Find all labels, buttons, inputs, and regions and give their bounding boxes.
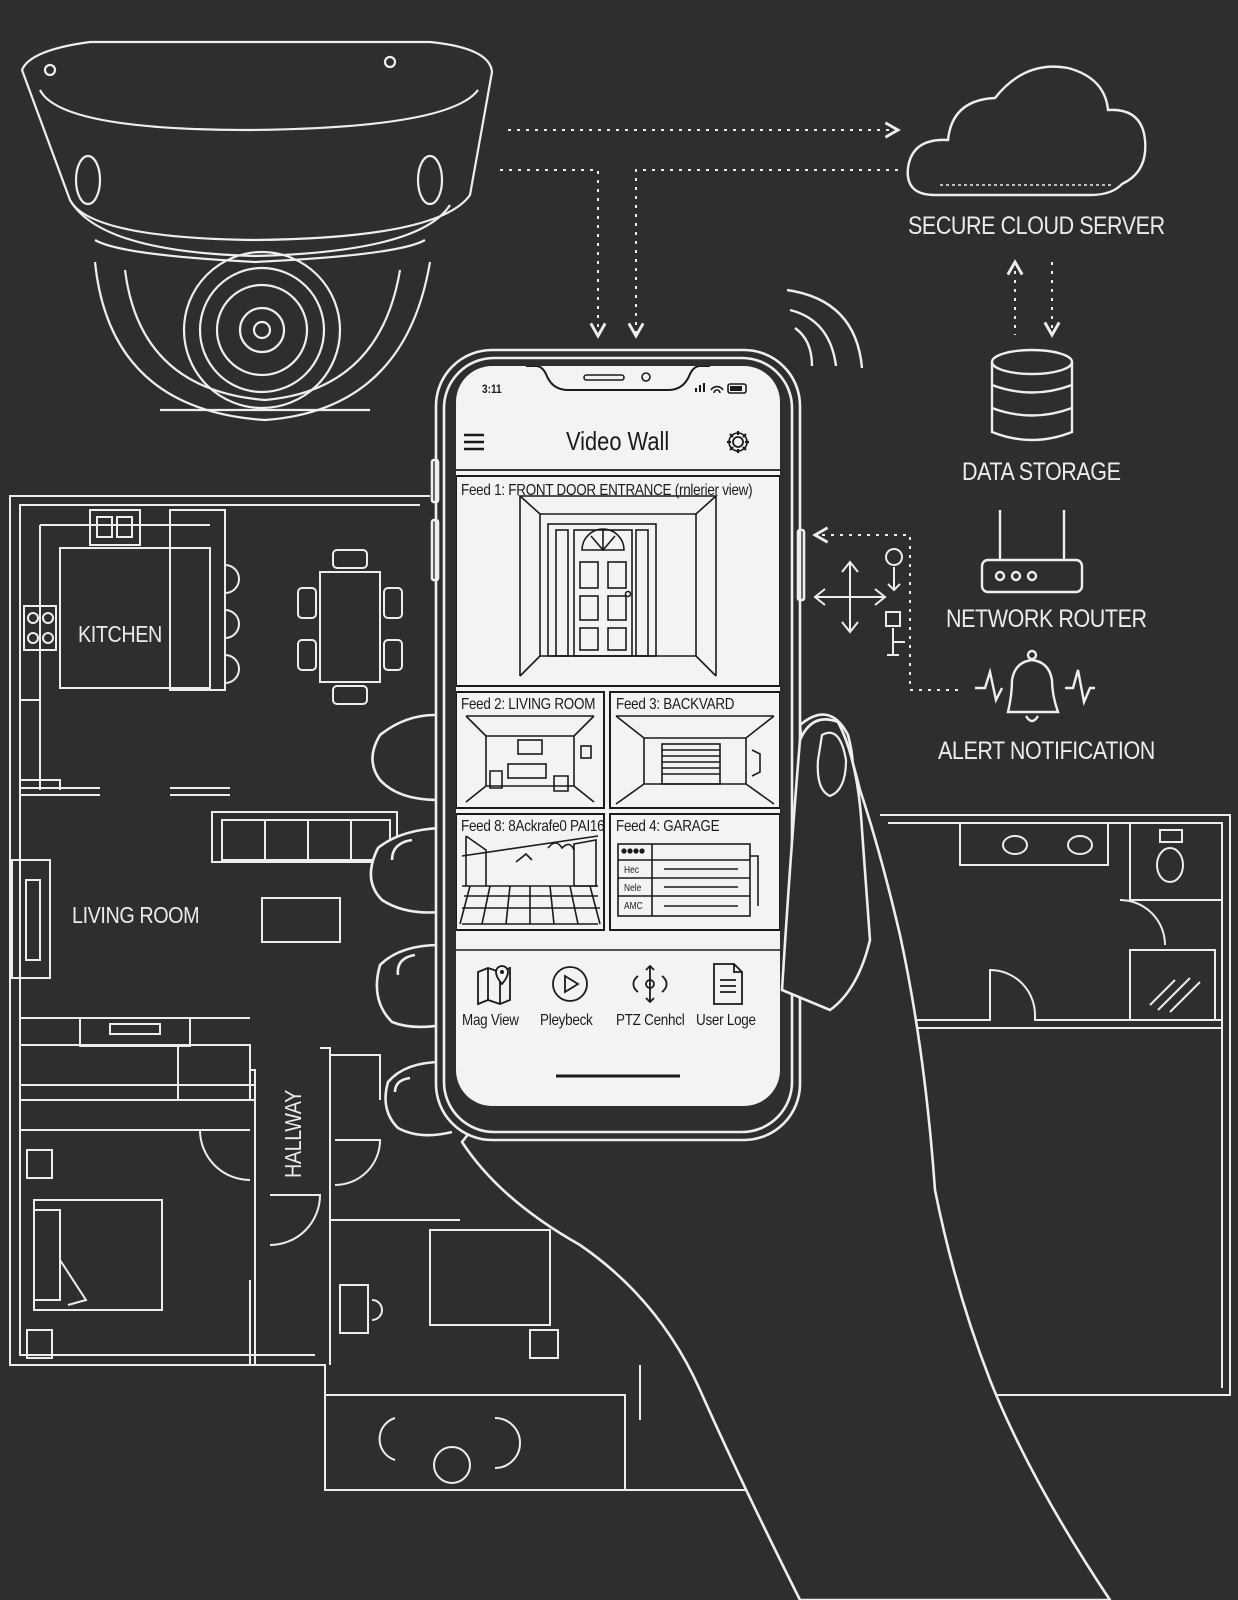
dome-camera-icon [20,40,494,422]
phone-screen: 3:11 Video Wall Feed 1: FRONT DOOR ENTRA… [456,366,780,1106]
nav-label: PTZ Cenhcl [616,1012,685,1029]
document-icon [713,963,743,1005]
feed-title: Feed 3: BACKVARD [616,696,735,713]
alert-bell-icon [975,649,1095,723]
menu-button[interactable] [462,432,488,452]
status-time: 3:11 [482,382,502,396]
nav-map-view[interactable]: Mag View [462,962,528,1038]
room-label-living-room: LIVING ROOM [72,902,200,928]
nav-label: Mag View [462,1012,519,1029]
screen-graphics [456,366,780,1078]
map-pin-icon [477,965,511,1006]
feed-title: Feed 1: FRONT DOOR ENTRANCE (rnlerier vi… [461,482,753,499]
feed-title: Feed 8: 8Ackrafe0 PAI16 [461,818,605,835]
hamburger-menu-icon [464,433,484,451]
nav-label: User Loge [696,1012,756,1029]
settings-button[interactable] [724,428,752,456]
ptz-control-icon [632,964,668,1004]
cloud-server-icon [906,65,1147,197]
feed-tile-feed-8[interactable]: Feed 8: 8Ackrafe0 PAI16 [456,814,605,930]
gear-icon [727,431,749,453]
feed-tile-backyard[interactable]: Feed 3: BACKVARD [610,692,780,808]
feed-title: Feed 2: LIVING ROOM [461,696,596,713]
network-router-label: NETWORK ROUTER [946,605,1147,633]
nav-playback[interactable]: Pleybeck [540,962,606,1038]
garage-row-label: Hec [624,865,639,876]
nav-user-logs[interactable]: User Loge [696,962,766,1038]
room-label-hallway: HALLWAY [280,1090,306,1178]
screen-title: Video Wall [566,426,670,456]
wifi-signal-icon [786,288,864,369]
feed-tile-garage[interactable]: Feed 4: GARAGE Hec Nele AMC [610,814,780,930]
feed-title: Feed 4: GARAGE [616,818,720,835]
feed-tile-living-room[interactable]: Feed 2: LIVING ROOM [456,692,604,808]
nav-ptz-control[interactable]: PTZ Cenhcl [616,962,688,1038]
ptz-move-icon [813,548,905,656]
cloud-server-label: SECURE CLOUD SERVER [908,212,1165,240]
network-router-icon [980,510,1084,594]
feed-tile-front-door[interactable]: Feed 1: FRONT DOOR ENTRANCE (rnlerier vi… [456,476,780,686]
garage-row-label: Nele [624,883,642,894]
connection-arrows [500,121,1061,691]
room-label-kitchen: KITCHEN [78,621,162,647]
data-storage-label: DATA STORAGE [962,458,1121,486]
floor-plan [9,495,1231,1491]
data-storage-icon [990,348,1074,442]
nav-label: Pleybeck [540,1012,593,1029]
play-icon [552,966,588,1002]
alert-notification-label: ALERT NOTIFICATION [938,737,1155,765]
garage-row-label: AMC [624,901,643,912]
